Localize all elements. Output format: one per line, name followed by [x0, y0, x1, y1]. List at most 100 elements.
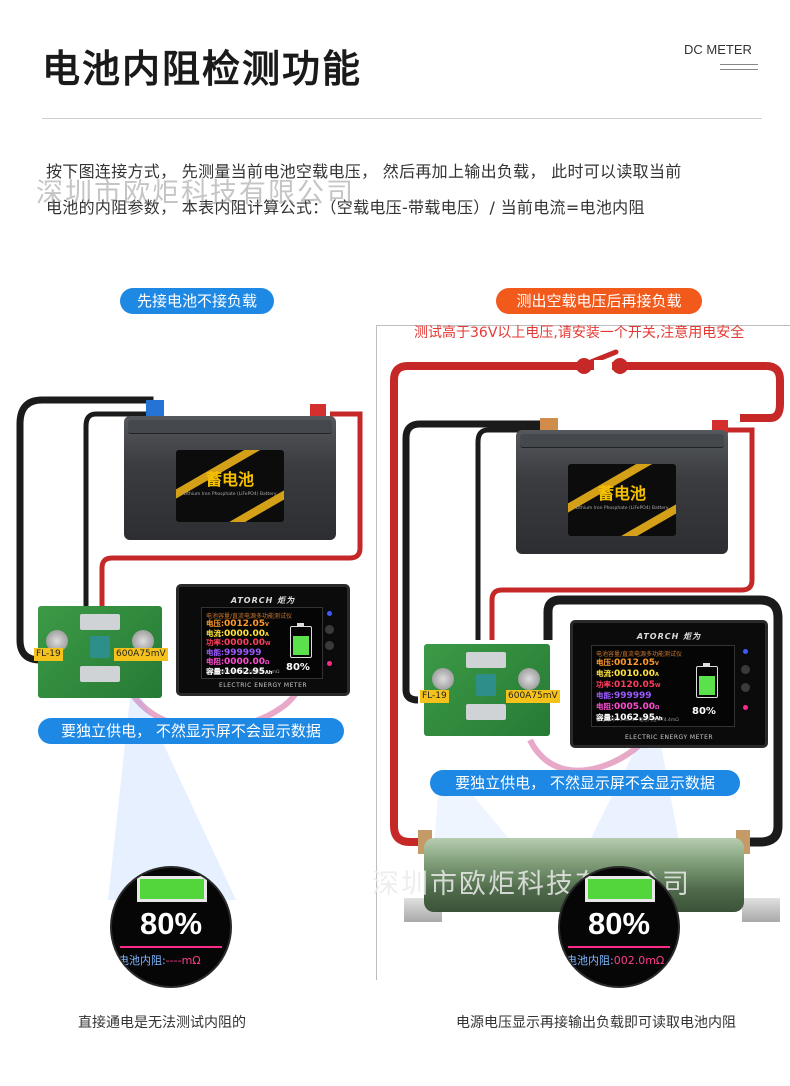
- reading-unit: Ω: [265, 660, 270, 666]
- meter-battery-icon: [290, 623, 312, 658]
- right-black-wire-2: [475, 427, 540, 640]
- shunt-bolt: [518, 668, 540, 690]
- right-black-wire-main: [402, 420, 540, 704]
- right-zoom-display: 80% 电池内阻:002.0mΩ: [558, 866, 680, 988]
- reading-unit: W: [655, 683, 661, 689]
- battery-subtext: Lithium Iron Phosphate (LiFePO4) Battery: [575, 506, 669, 511]
- zoom-percent: 80%: [139, 906, 203, 941]
- meter-screen-header: 电池容量/直流电源多功能测试仪: [206, 613, 293, 620]
- reading-unit: V: [655, 661, 659, 667]
- reading-value: 0005.00: [614, 702, 655, 712]
- right-meter: ATORCH 炬为 电池容量/直流电源多功能测试仪 80% 放电时间021:38…: [570, 620, 768, 748]
- meter-screen-footer: 放电时间021:38:49 电池内阻:074.4mΩ: [596, 718, 679, 723]
- reading-value: 0012.05: [224, 619, 265, 629]
- meter-screen-footer: 放电时间00:38:49 电池内阻:----mΩ: [206, 670, 280, 675]
- reading-value: 1062.95: [224, 666, 265, 677]
- reading-value: 0000.00: [224, 638, 265, 648]
- pcb-terminal: [90, 636, 110, 658]
- left-power-note: 要独立供电， 不然显示屏不会显示数据: [38, 718, 344, 744]
- reading-unit: W: [265, 641, 271, 647]
- reading-unit: A: [655, 672, 659, 678]
- shunt-bolt: [132, 630, 154, 652]
- meter-button[interactable]: [741, 683, 750, 692]
- battery-name: 蓄电池: [597, 484, 646, 503]
- reading-value: 0000.00: [224, 657, 265, 667]
- left-black-wire: [16, 396, 154, 664]
- reading-label: 电压:: [596, 658, 614, 667]
- fuse-tag: FL-19: [420, 690, 449, 703]
- intro-line-2: 电池的内阻参数， 本表内阻计算公式：（空载电压-带载电压）/ 当前电流=电池内阻: [46, 198, 645, 217]
- meter-reading-row: 电阻:0005.00Ω: [596, 701, 659, 712]
- panel-divider-vertical: [376, 325, 377, 980]
- right-black-loop: [543, 595, 783, 847]
- shunt-bolt: [46, 630, 68, 652]
- meter-reading-row: 电压:0012.05V: [206, 618, 269, 629]
- zoom-battery-bar: [585, 876, 655, 902]
- switch-lever: [583, 349, 619, 367]
- reading-label: 容量:: [206, 666, 224, 676]
- reading-label: 功率:: [206, 638, 224, 647]
- ir-value: ----mΩ: [165, 954, 201, 967]
- reading-label: 电阻:: [596, 702, 614, 711]
- status-led: [743, 649, 748, 654]
- fuse-tag: FL-19: [34, 648, 63, 661]
- reading-value: 0010.00: [614, 669, 655, 679]
- power-led: [743, 705, 748, 710]
- shunt-bar: [80, 666, 120, 682]
- terminal-bolt: [310, 404, 326, 418]
- battery-lid: [520, 434, 724, 448]
- meter-reading-row: 电阻:0000.00Ω: [206, 656, 269, 667]
- intro-line-1: 按下图连接方式， 先测量当前电池空载电压， 然后再加上输出负载， 此时可以读取当…: [46, 162, 682, 181]
- reading-label: 电流:: [596, 669, 614, 678]
- meter-reading-row: 容量:1062.95Ah: [596, 712, 662, 723]
- left-meter: ATORCH 炬为 电池容量/直流电源多功能测试仪 80% 放电时间00:38:…: [176, 584, 350, 696]
- shunt-bolt: [432, 668, 454, 690]
- rating-tag: 600A75mV: [114, 648, 168, 661]
- status-led: [327, 611, 332, 616]
- meter-screen-header: 电池容量/直流电源多功能测试仪: [596, 651, 683, 658]
- resistor-stand: [742, 898, 780, 922]
- left-caption: 直接通电是无法测试内阻的: [78, 1015, 246, 1031]
- meter-reading-row: 电能:999999: [206, 647, 262, 658]
- battery-lid: [128, 420, 332, 434]
- meter-button[interactable]: [325, 625, 334, 634]
- meter-brand: ATORCH 炬为: [230, 596, 296, 605]
- right-step-label: 测出空载电压后再接负载: [496, 288, 702, 314]
- reading-value: 1062.95: [614, 713, 655, 723]
- left-red-wire: [99, 411, 363, 618]
- zoom-divider: [120, 946, 222, 948]
- left-step-label: 先接电池不接负载: [120, 288, 274, 314]
- right-battery: 蓄电池 Lithium Iron Phosphate (LiFePO4) Bat…: [516, 430, 728, 554]
- reading-unit: Ah: [655, 716, 663, 722]
- meter-footer: ELECTRIC ENERGY METER: [624, 734, 714, 741]
- meter-button[interactable]: [741, 665, 750, 674]
- meter-reading-row: 容量:1062.95Ah: [206, 666, 272, 677]
- left-zoom-display: 80% 电池内阻:----mΩ: [110, 866, 232, 988]
- tag-underline: [720, 69, 758, 70]
- shunt-bar: [466, 652, 506, 668]
- meter-reading-row: 电压:0012.05V: [596, 657, 659, 668]
- meter-reading-row: 电能:999999: [596, 690, 652, 701]
- reading-value: 0012.05: [614, 658, 655, 668]
- right-caption: 电源电压显示再接输出负载即可读取电池内阻: [456, 1015, 736, 1031]
- reading-value: 999999: [224, 647, 262, 658]
- zoom-divider: [568, 946, 670, 948]
- reading-unit: Ω: [655, 705, 660, 711]
- panel-divider-horizontal: [376, 325, 790, 326]
- battery-subtext: Lithium Iron Phosphate (LiFePO4) Battery: [183, 492, 277, 497]
- zoom-internal-resistance: 电池内阻:----mΩ: [118, 952, 230, 968]
- reading-value: 0120.05: [614, 680, 655, 690]
- ir-label: 电池内阻:: [118, 954, 166, 967]
- page-title: 电池内阻检测功能: [42, 47, 363, 91]
- meter-battery-percent: 80%: [692, 706, 716, 717]
- meter-button[interactable]: [325, 641, 334, 650]
- dc-meter-tag: DC METER: [684, 42, 752, 57]
- header-divider: [42, 118, 762, 119]
- meter-screen: 电池容量/直流电源多功能测试仪 80% 放电时间00:38:49 电池内阻:--…: [201, 607, 323, 679]
- safety-warning: 测试高于36V以上电压,请安装一个开关,注意用电安全: [414, 325, 745, 341]
- switch-gap: [594, 360, 612, 372]
- left-beam: [108, 698, 236, 900]
- reading-label: 功率:: [596, 680, 614, 689]
- reading-value: 0000.00: [224, 628, 265, 639]
- reading-label: 电压:: [206, 619, 224, 628]
